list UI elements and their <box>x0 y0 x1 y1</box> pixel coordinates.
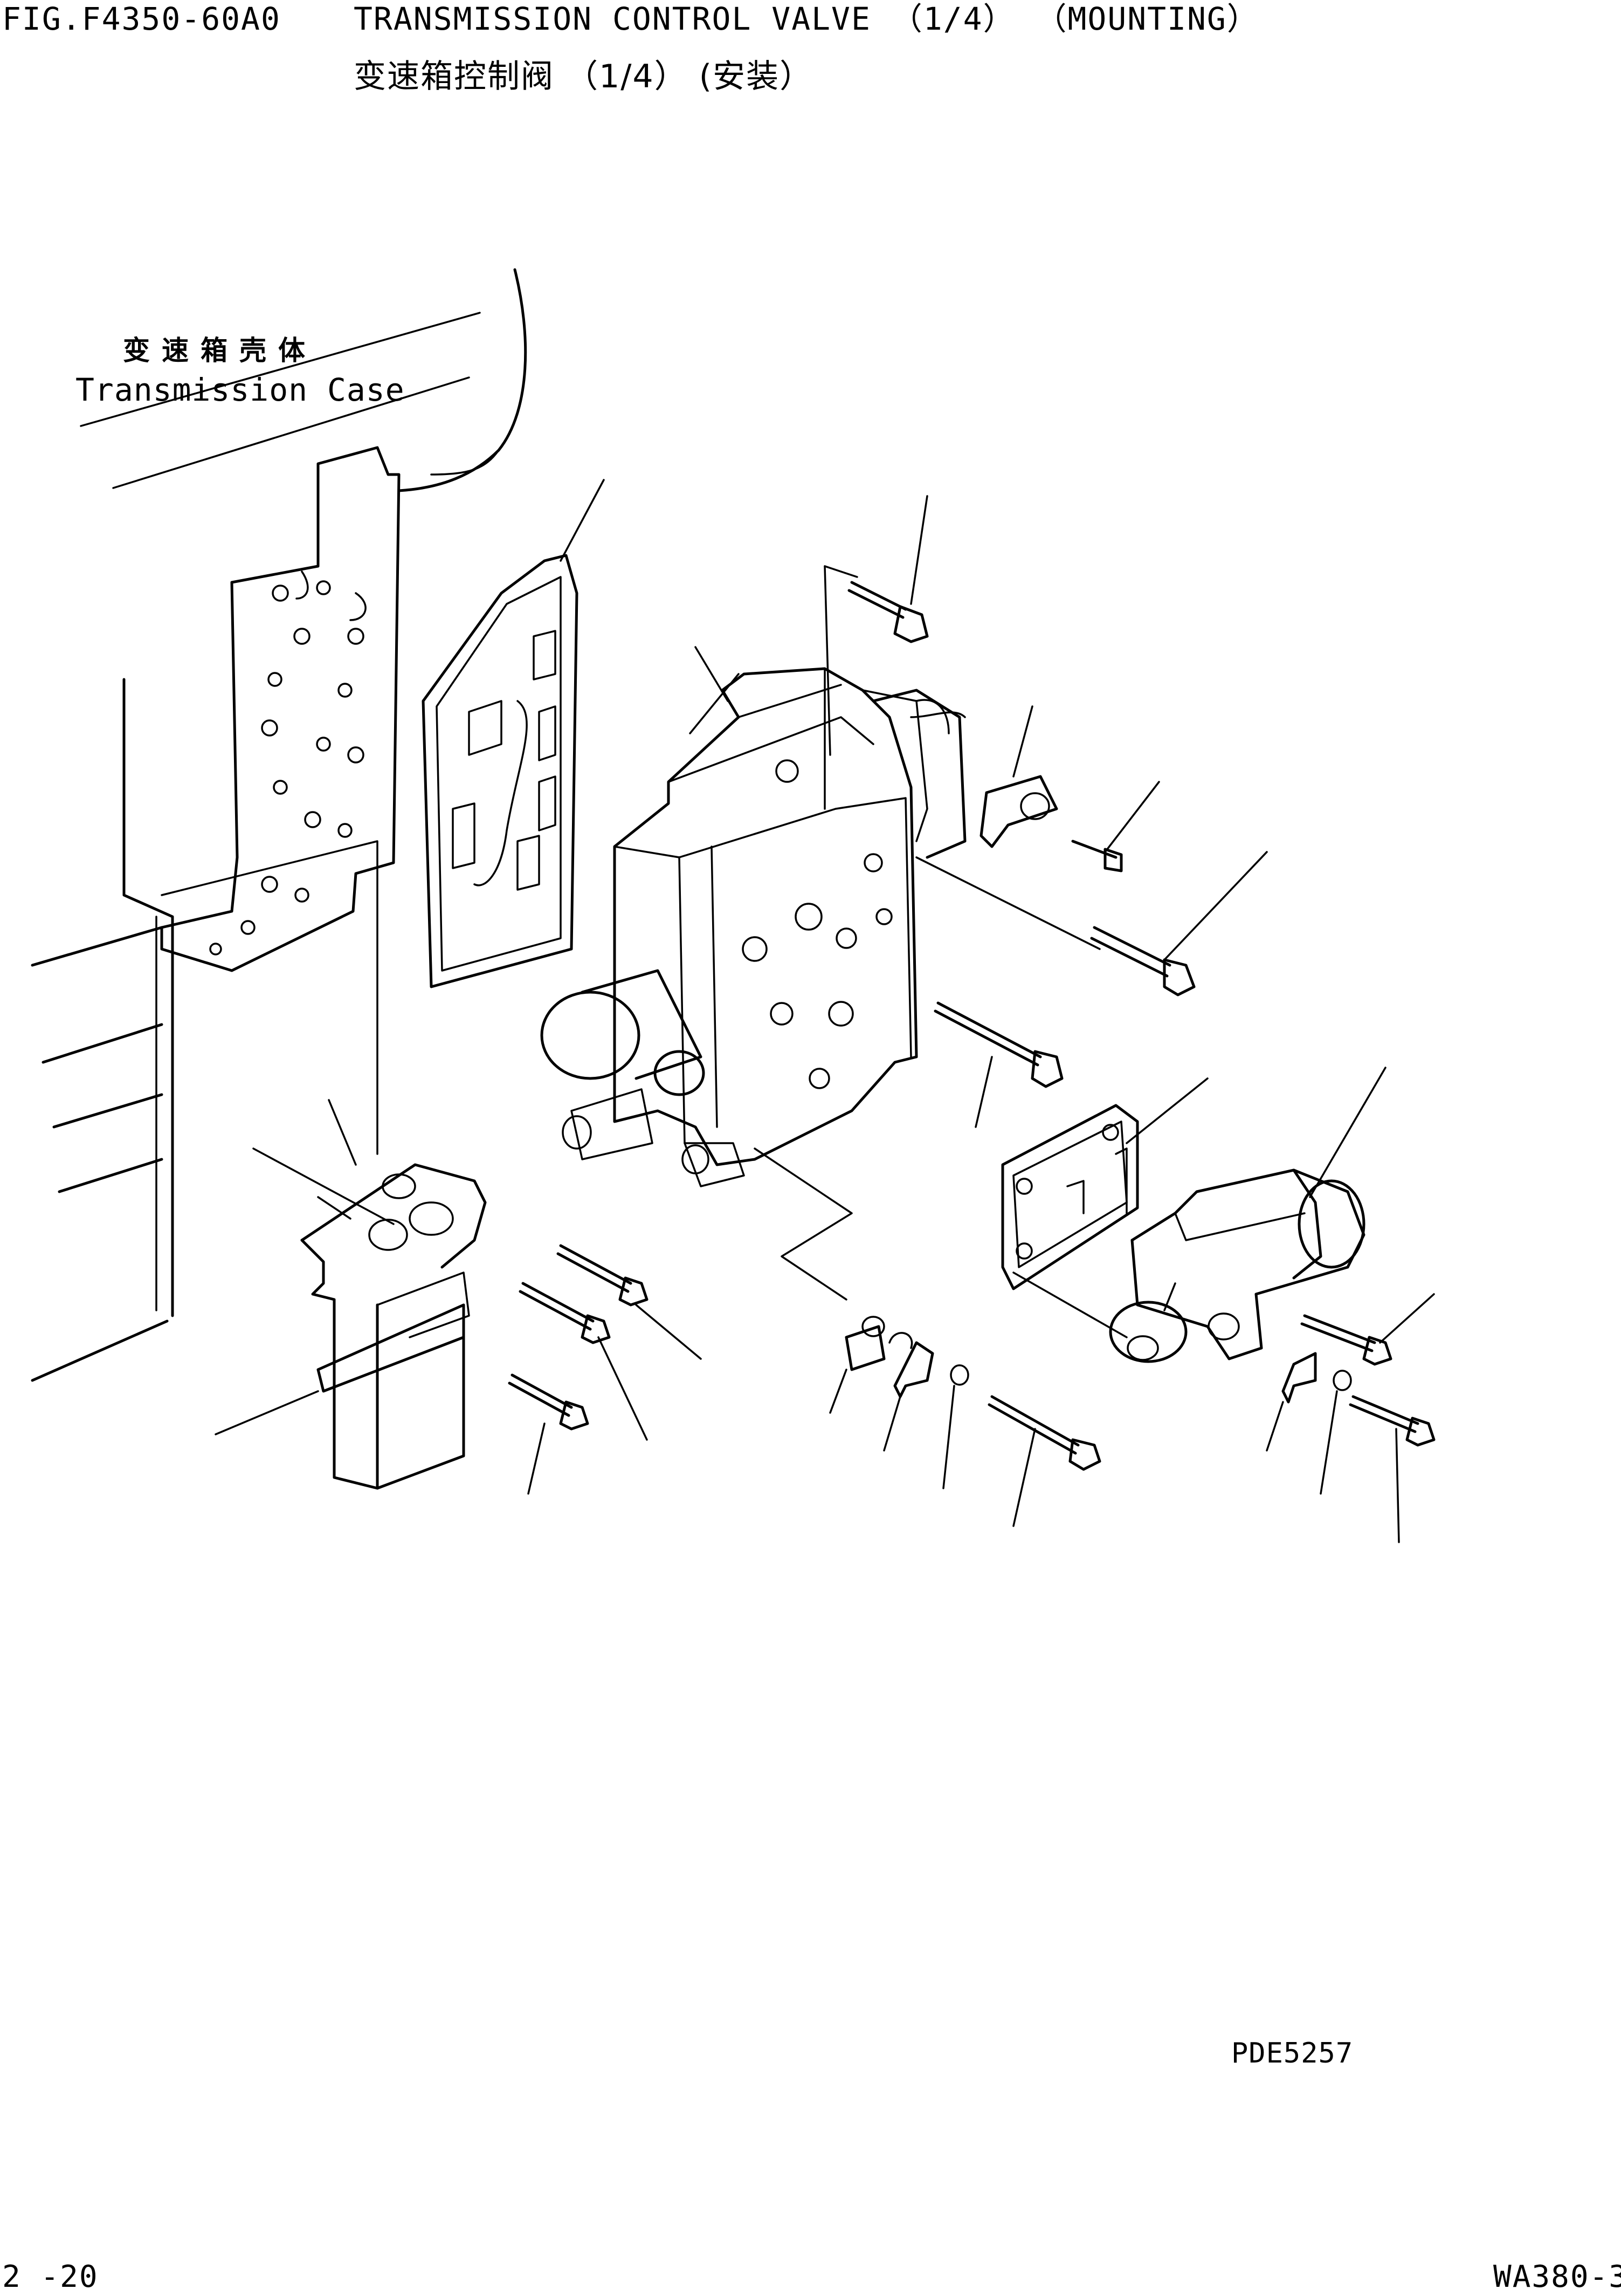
case-label-chinese: 变速箱壳体 <box>123 335 317 366</box>
figure-number: FIG.F4350-60A0 <box>2 1 281 37</box>
modulating-valve <box>1109 1067 1387 1363</box>
filter-housing <box>215 1099 487 1490</box>
gasket <box>422 479 605 988</box>
case-label-english: Transmission Case <box>75 372 405 408</box>
separator-plate <box>160 446 401 972</box>
figure-title-chinese: 变速箱控制阀 （1/4） (安装） <box>354 58 813 95</box>
washers-and-lock-plates <box>754 1147 1101 1527</box>
middle-bolt <box>934 1001 1064 1128</box>
upper-bolt <box>824 495 929 756</box>
transmission-case <box>31 268 527 1382</box>
right-bolts <box>1266 1293 1436 1543</box>
bracket-and-bolts <box>915 705 1268 996</box>
filter-bolts <box>508 1244 702 1495</box>
model-code: WA380-3 <box>1493 2259 1621 2294</box>
figure-title-english: TRANSMISSION CONTROL VALVE （1/4） （MOUNTI… <box>354 1 1259 37</box>
page-number: 2 -20 <box>2 2259 99 2294</box>
cover-plate <box>1001 1077 1209 1338</box>
drawing-code: PDE5257 <box>1231 2037 1354 2070</box>
control-valve-body <box>540 646 967 1187</box>
